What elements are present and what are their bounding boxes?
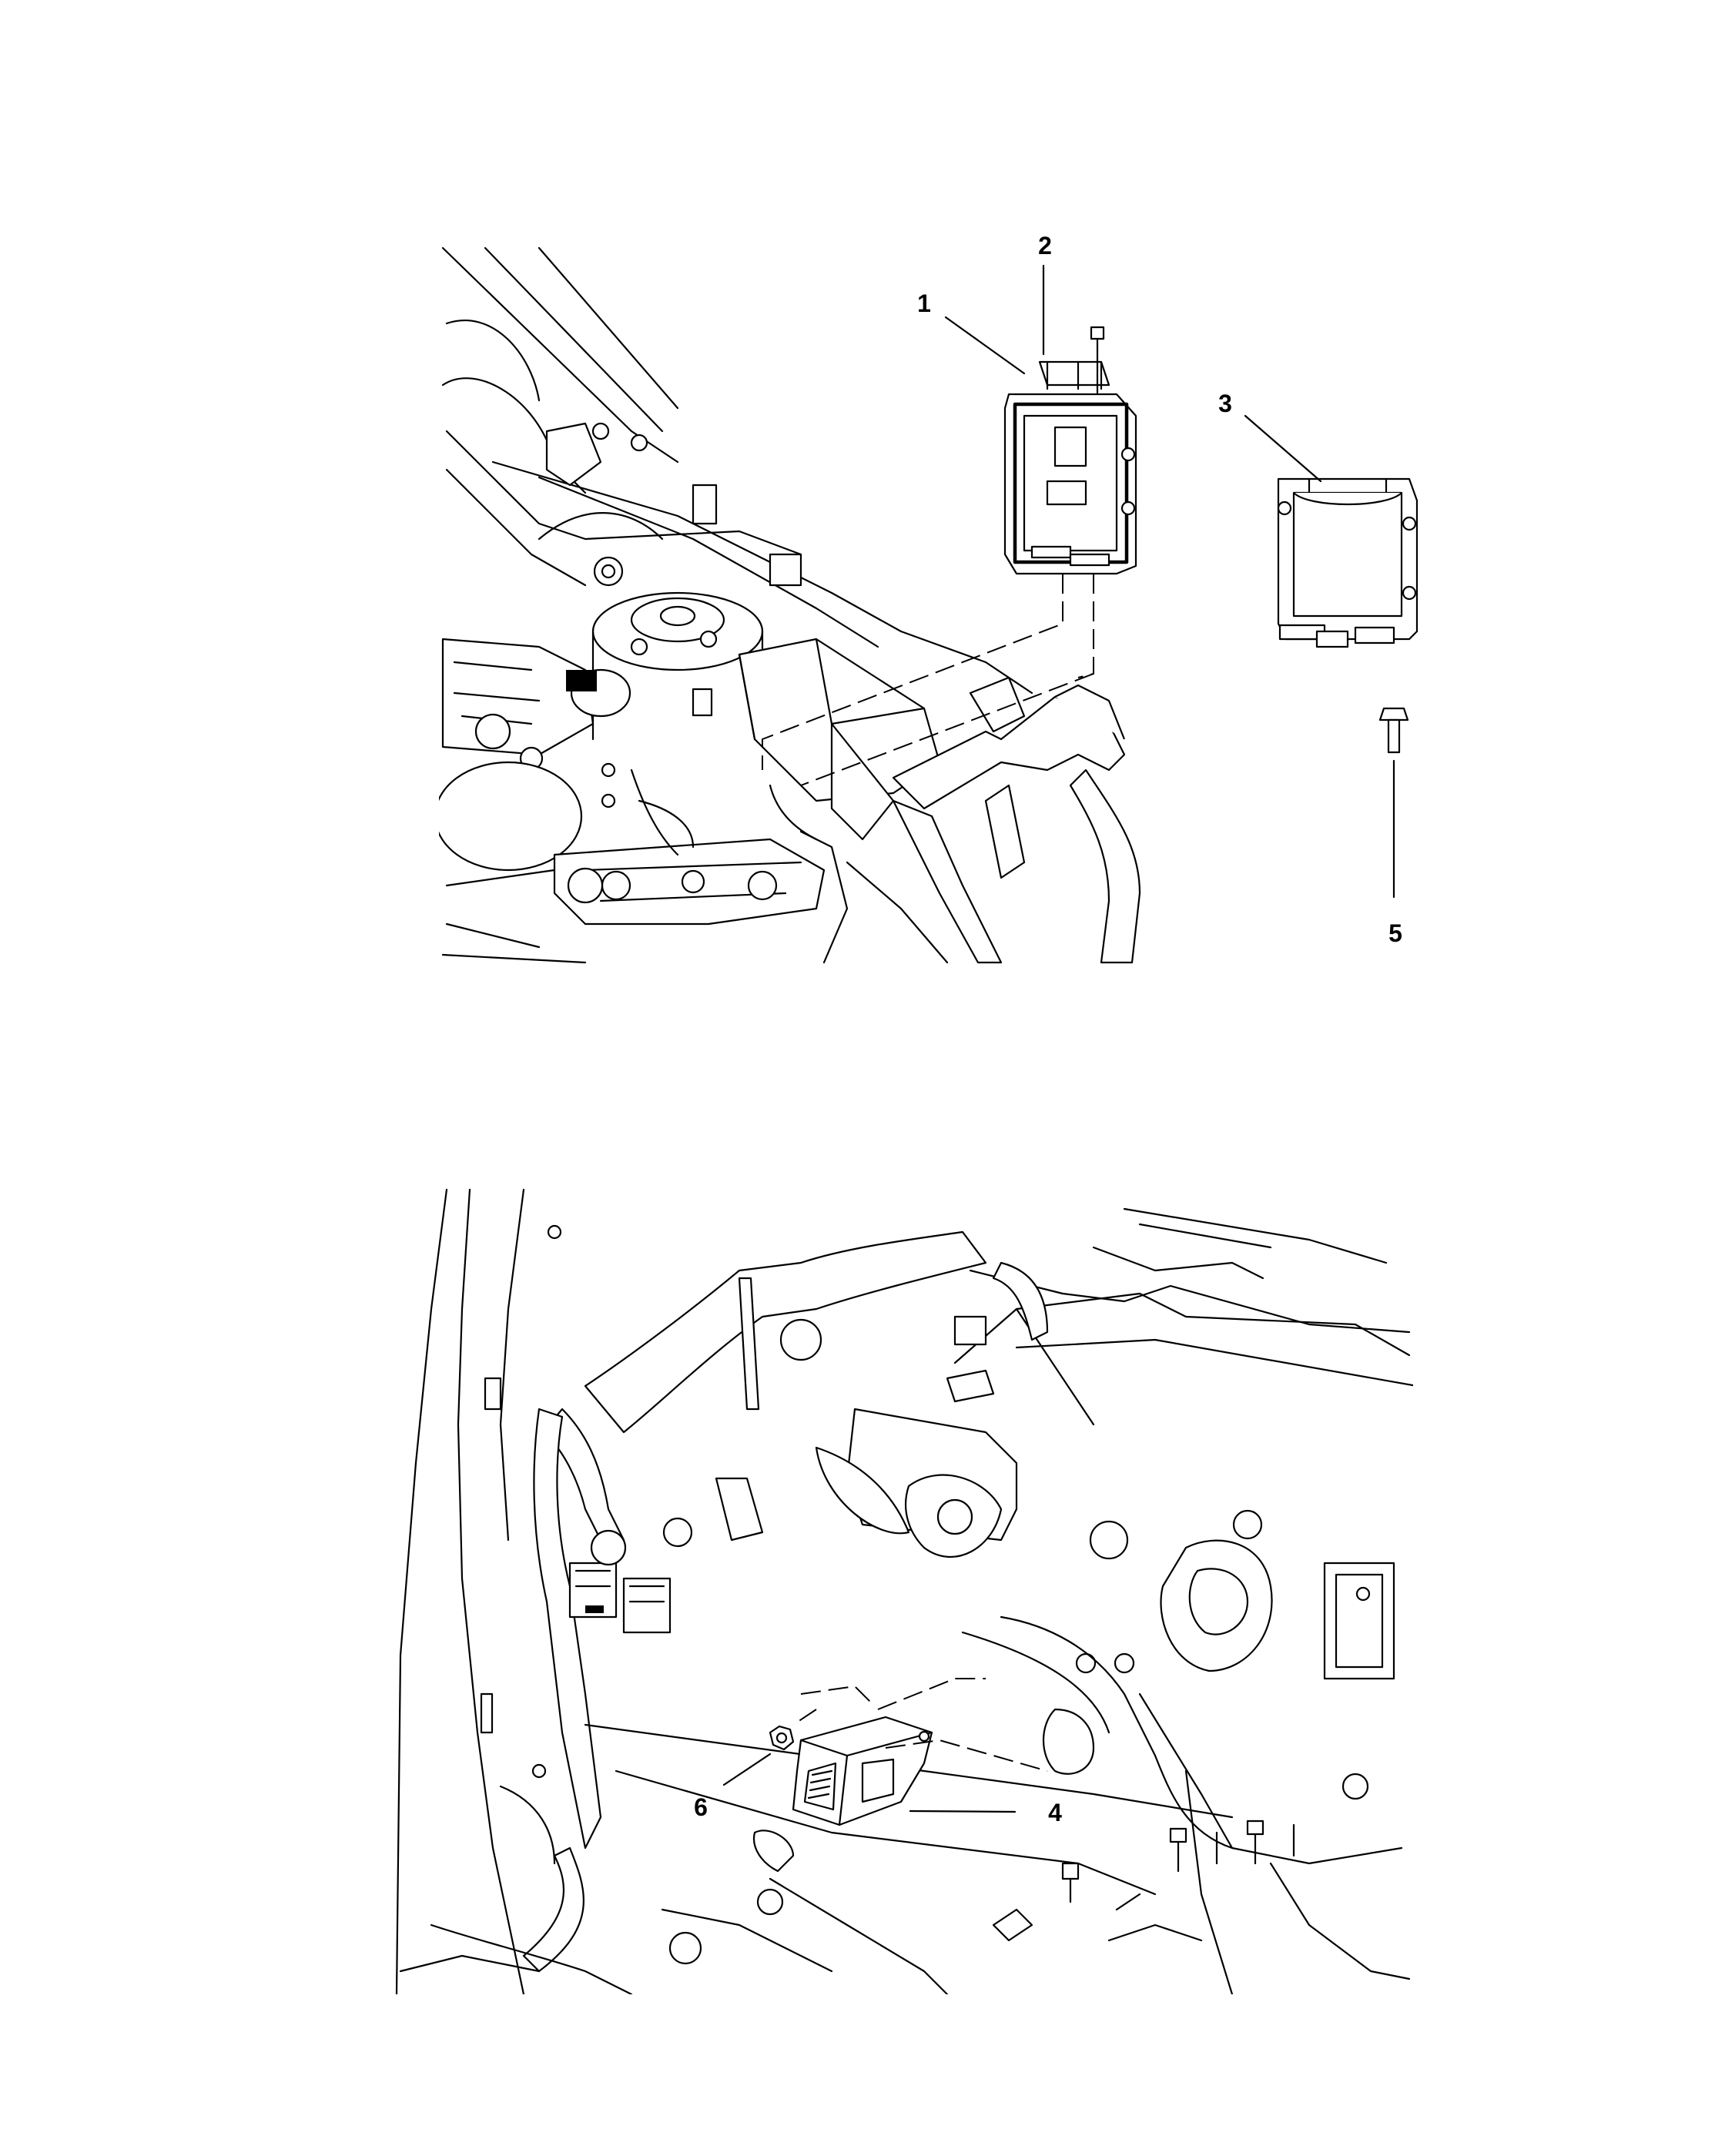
ecm-bracket	[1277, 477, 1419, 648]
callout-6: 6	[694, 1793, 708, 1821]
bolt-5	[1378, 707, 1409, 899]
ecm-module	[762, 326, 1137, 786]
leader-6	[722, 1753, 772, 1786]
callout-4: 4	[1048, 1799, 1062, 1826]
callout-5: 5	[1388, 919, 1402, 947]
top-engine-bay-view	[439, 246, 1419, 964]
control-module-4	[769, 1678, 1048, 1826]
callout-2: 2	[1038, 232, 1052, 259]
callout-3: 3	[1218, 390, 1232, 417]
leader-1	[944, 316, 1026, 375]
leader-3	[1244, 414, 1322, 483]
callout-1: 1	[917, 290, 931, 317]
leader-4	[909, 1810, 1017, 1813]
bottom-interior-view	[395, 1188, 1413, 1994]
